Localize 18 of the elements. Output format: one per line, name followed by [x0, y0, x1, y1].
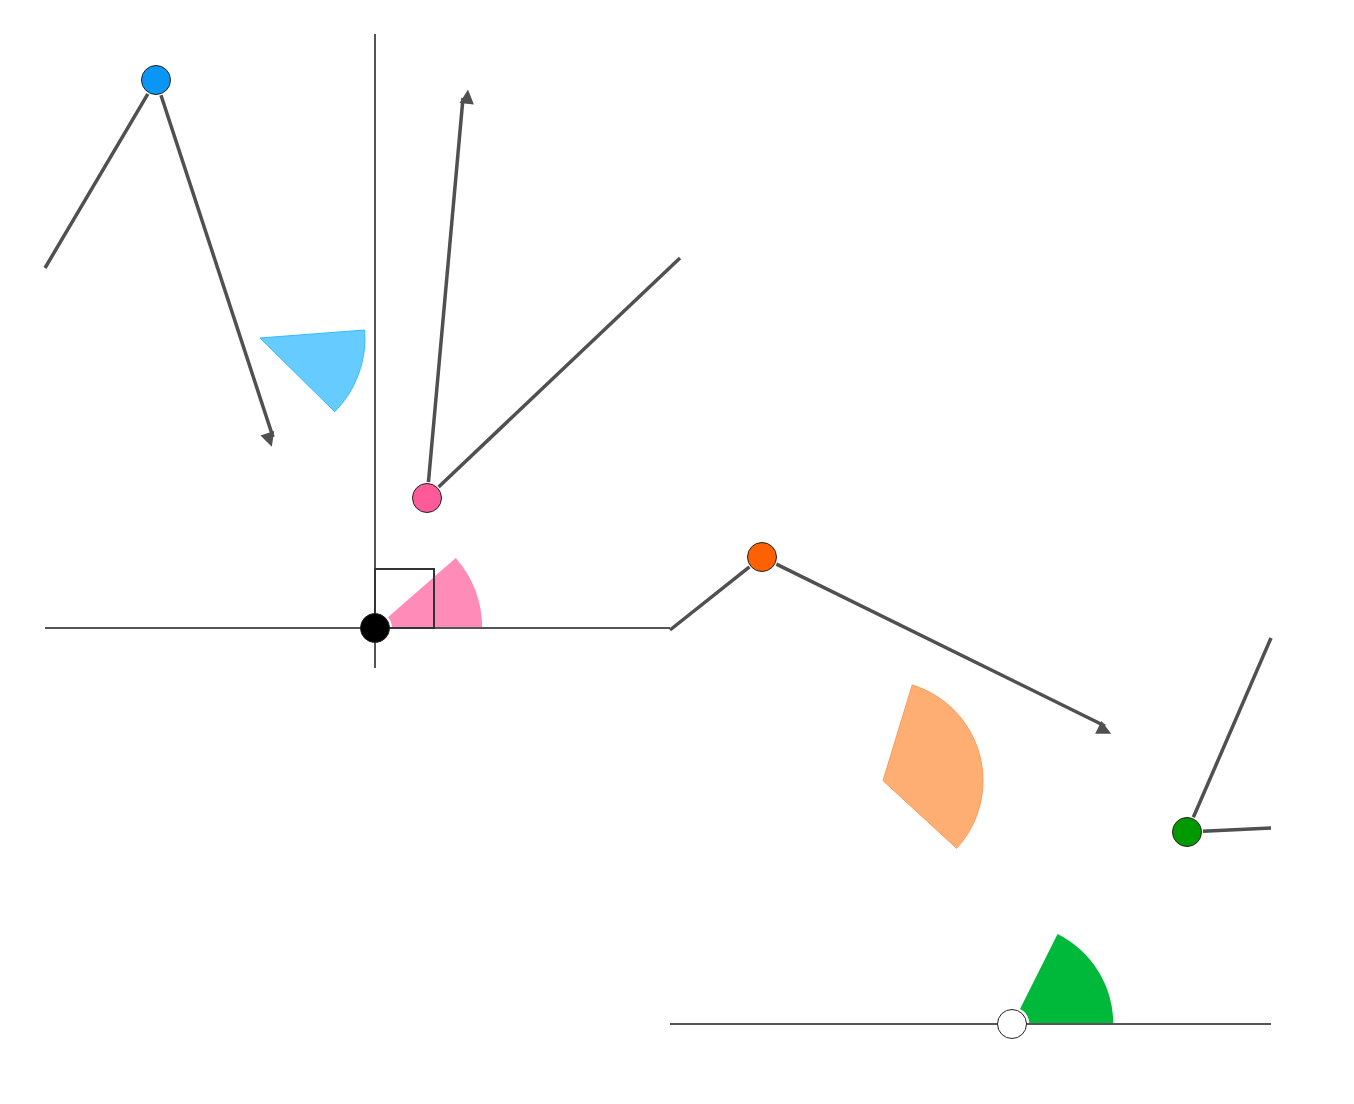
line-segment: [1202, 826, 1272, 833]
line-segment: [1191, 637, 1273, 818]
point: [360, 613, 390, 643]
point: [412, 483, 442, 513]
line-segment: [437, 256, 682, 489]
point: [997, 1009, 1027, 1039]
arrow: [426, 89, 474, 483]
angle-sector: [387, 557, 482, 628]
point: [1172, 817, 1202, 847]
line-segment: [43, 92, 150, 269]
point: [747, 542, 777, 572]
angle-sector: [260, 330, 365, 412]
angle-sector: [883, 685, 983, 849]
arrow: [159, 94, 275, 447]
line-segment: [668, 565, 751, 632]
arrow: [775, 562, 1112, 734]
point: [141, 65, 171, 95]
angle-sector: [1019, 933, 1113, 1024]
